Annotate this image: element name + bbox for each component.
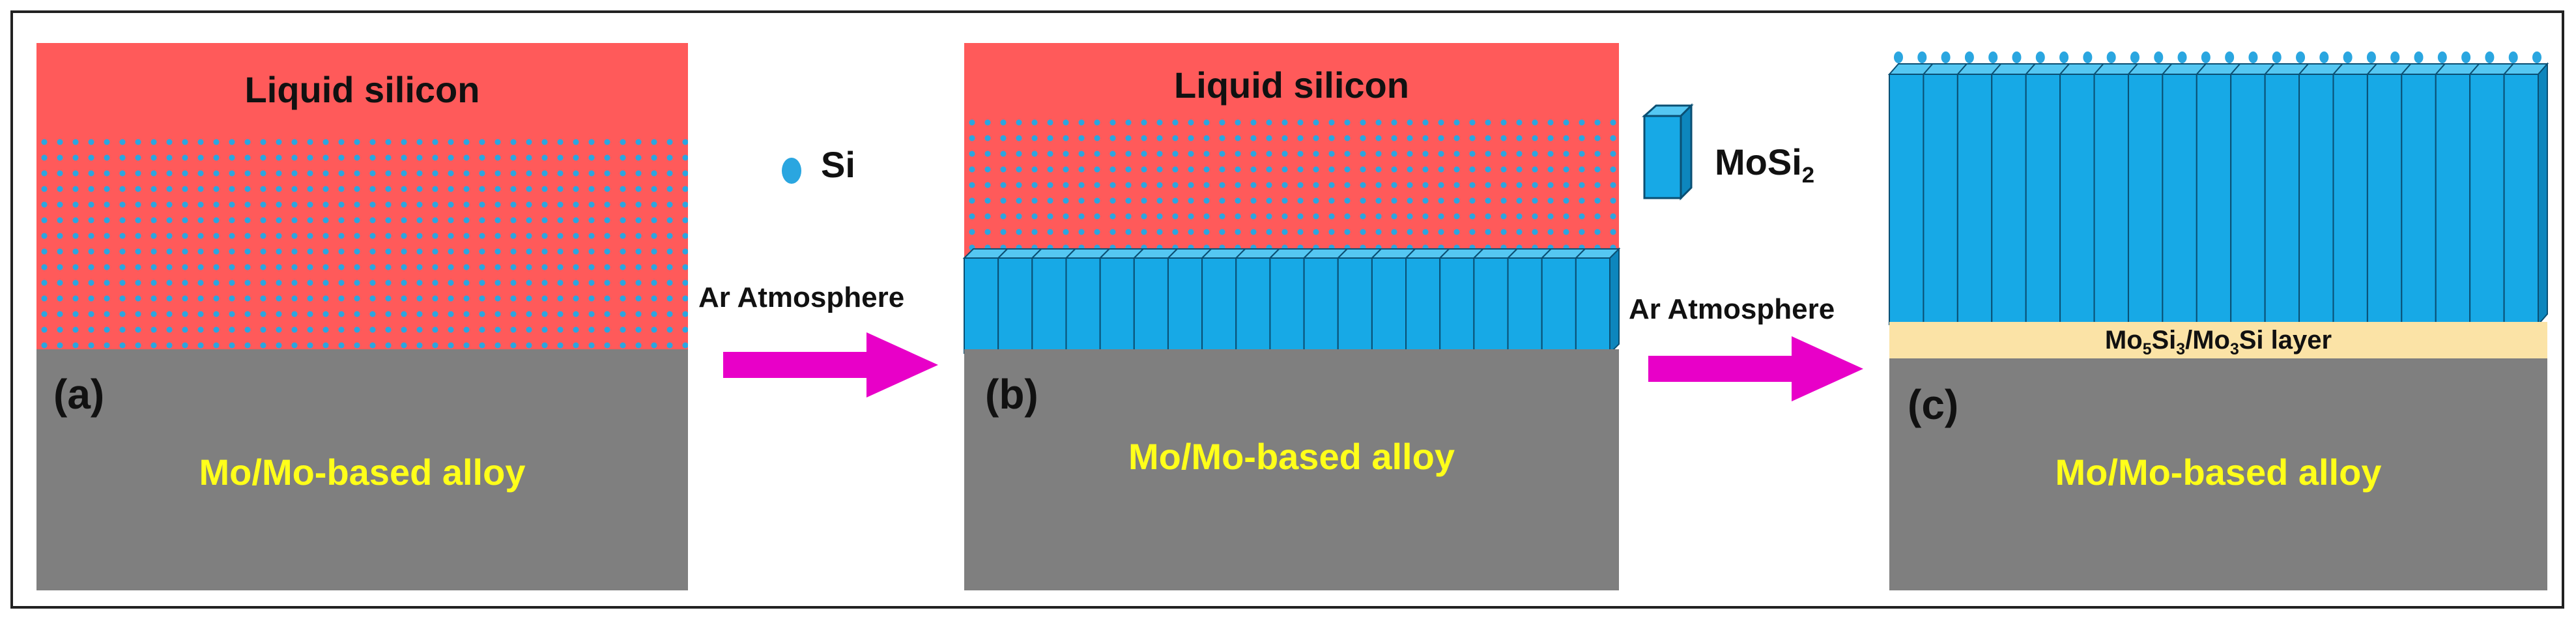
si-atom-dot — [1941, 51, 1951, 63]
si-atom-dot — [2012, 51, 2022, 63]
panel-c-silicide-layer-label: Mo5Si3/Mo3Si layer — [1889, 326, 2547, 359]
panel-b-mosi2-layer — [962, 247, 1621, 355]
panel-c-si-dots — [1889, 50, 2547, 76]
si-atom-dot — [2083, 51, 2093, 63]
si-atom-dot — [2366, 51, 2376, 63]
panel-a-dissolved-si — [36, 134, 688, 349]
si-atom-dot — [2437, 51, 2447, 63]
panel-b-liquid-silicon — [964, 43, 1619, 115]
si-atom-dot — [2461, 51, 2471, 63]
si-atom-dot — [2532, 51, 2541, 63]
mosi2-column-side — [1609, 247, 1620, 355]
arrow-1 — [723, 332, 938, 397]
panel-b-tag: (b) — [985, 371, 1038, 418]
mosi2-column — [2434, 63, 2481, 325]
mosi2-block-icon — [1642, 103, 1694, 201]
si-atom-dot — [1964, 51, 1974, 63]
panel-b-dissolved-si — [964, 115, 1619, 265]
mosi2-column — [1574, 248, 1621, 354]
si-atom-dot — [2508, 51, 2518, 63]
si-atom-dot — [2106, 51, 2116, 63]
legend-mosi2-label: MoSi2 — [1715, 141, 1814, 188]
si-atom-dot — [2225, 51, 2235, 63]
si-atom-dot — [1917, 51, 1927, 63]
si-atom-dot — [2390, 51, 2400, 63]
arrow-1-label: Ar Atmosphere — [698, 282, 905, 313]
mosi2-column — [1065, 248, 1111, 354]
mosi2-column — [1404, 248, 1451, 354]
mosi2-column-side — [2538, 62, 2548, 326]
si-atom-dot — [2414, 51, 2424, 63]
figure-frame: Liquid silicon (a) Mo/Mo-based alloy Si … — [10, 10, 2564, 609]
arrow-2-label: Ar Atmosphere — [1629, 293, 1835, 325]
si-atom-dot — [2296, 51, 2306, 63]
panel-c-substrate-label: Mo/Mo-based alloy — [2055, 452, 2382, 493]
si-atom-dot — [2130, 51, 2140, 63]
si-atom-dot — [2485, 51, 2495, 63]
mosi2-column — [1302, 248, 1349, 354]
mosi2-column — [2195, 63, 2242, 325]
mosi2-column — [1472, 248, 1519, 354]
mosi2-column — [1990, 63, 2037, 325]
panel-a-liquid-silicon — [36, 43, 688, 134]
si-atom-dot — [2177, 51, 2187, 63]
mosi2-column — [1438, 248, 1485, 354]
mosi2-column — [2468, 63, 2515, 325]
mosi2-column — [1887, 63, 1934, 325]
si-atom-dot — [2035, 51, 2045, 63]
legend-si-label: Si — [821, 144, 855, 185]
panel-c-silicide-layer — [1889, 322, 2547, 358]
si-atom-dot — [2343, 51, 2353, 63]
mosi2-column — [1506, 248, 1553, 354]
si-dot-icon — [782, 158, 801, 184]
si-atom-dot — [2272, 51, 2282, 63]
arrow-2 — [1648, 336, 1863, 401]
si-atom-dot — [2319, 51, 2329, 63]
panel-a-liquid-silicon-label: Liquid silicon — [244, 69, 480, 110]
si-atom-dot — [1894, 51, 1903, 63]
si-atom-dot — [2059, 51, 2069, 63]
panel-a-substrate-label: Mo/Mo-based alloy — [199, 452, 526, 493]
panel-a-substrate — [36, 349, 688, 590]
panel-c-substrate — [1889, 358, 2547, 590]
panel-c-tag: (c) — [1908, 381, 1959, 428]
mosi2-column — [1268, 248, 1315, 354]
si-atom-dot — [2201, 51, 2211, 63]
silicide-layer-text: Mo5Si3/Mo3Si layer — [2104, 326, 2332, 358]
panel-b-substrate-label: Mo/Mo-based alloy — [1128, 436, 1455, 477]
panel-c-mosi2-layer — [1887, 62, 2549, 326]
panel-b-liquid-silicon-label: Liquid silicon — [1174, 65, 1409, 106]
panel-b-substrate — [964, 349, 1619, 590]
mosi2-column — [2161, 63, 2207, 325]
mosi2-column — [2400, 63, 2446, 325]
si-atom-dot — [2248, 51, 2258, 63]
si-atom-dot — [2154, 51, 2164, 63]
mosi2-column — [1200, 248, 1247, 354]
si-atom-dot — [1988, 51, 1998, 63]
panel-a-tag: (a) — [53, 371, 105, 418]
legend-mosi2-text: MoSi2 — [1715, 141, 1815, 188]
